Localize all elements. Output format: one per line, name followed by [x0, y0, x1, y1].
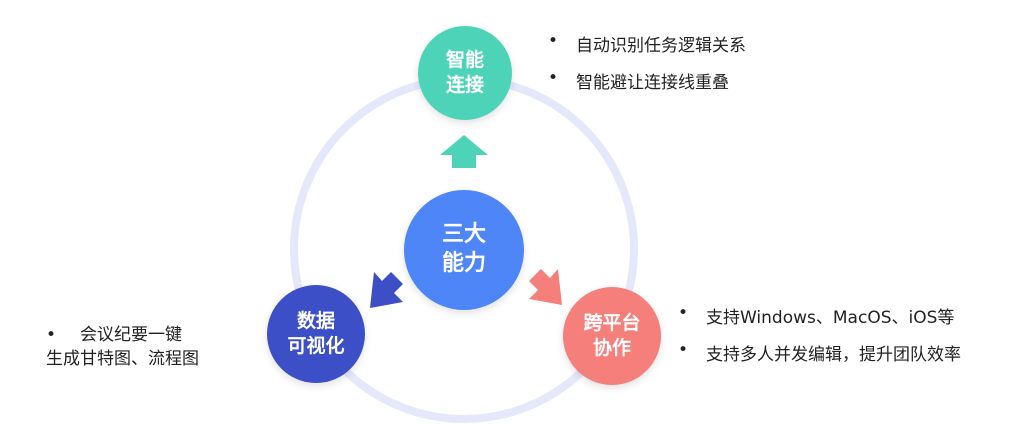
center-line2: 能力 — [441, 251, 486, 276]
node-left-line1: 数据 — [296, 310, 335, 333]
node-right-line1: 跨平台 — [583, 312, 641, 335]
arrow-down-left-icon — [370, 272, 403, 308]
node-cross-platform: 跨平台 协作 — [563, 287, 661, 385]
list-item: 会议纪要一键 — [80, 325, 182, 345]
top-bullet-list: 自动识别任务逻辑关系 智能避让连接线重叠 — [548, 31, 746, 105]
left-bullet-list: • 会议纪要一键 生成甘特图、流程图 — [46, 323, 199, 371]
node-left-line2: 可视化 — [287, 335, 345, 357]
arrow-up-icon — [440, 135, 488, 168]
bullet-dot: • — [46, 325, 57, 345]
list-item: 支持多人并发编辑，提升团队效率 — [678, 340, 961, 365]
node-smart-connect: 智能 连接 — [418, 26, 512, 120]
arrow-down-right-icon — [529, 269, 562, 305]
list-item: 自动识别任务逻辑关系 — [548, 31, 746, 56]
list-item: 智能避让连接线重叠 — [548, 68, 746, 93]
node-right-line2: 协作 — [592, 337, 631, 359]
list-item: 支持Windows、MacOS、iOS等 — [678, 303, 961, 328]
center-line1: 三大 — [441, 222, 486, 248]
node-center: 三大 能力 — [404, 190, 524, 310]
node-top-line2: 连接 — [445, 74, 484, 96]
list-item-continuation: 生成甘特图、流程图 — [46, 349, 199, 369]
right-bullet-list: 支持Windows、MacOS、iOS等 支持多人并发编辑，提升团队效率 — [678, 303, 961, 377]
node-data-visualization: 数据 可视化 — [267, 285, 365, 383]
node-top-line1: 智能 — [445, 49, 484, 72]
